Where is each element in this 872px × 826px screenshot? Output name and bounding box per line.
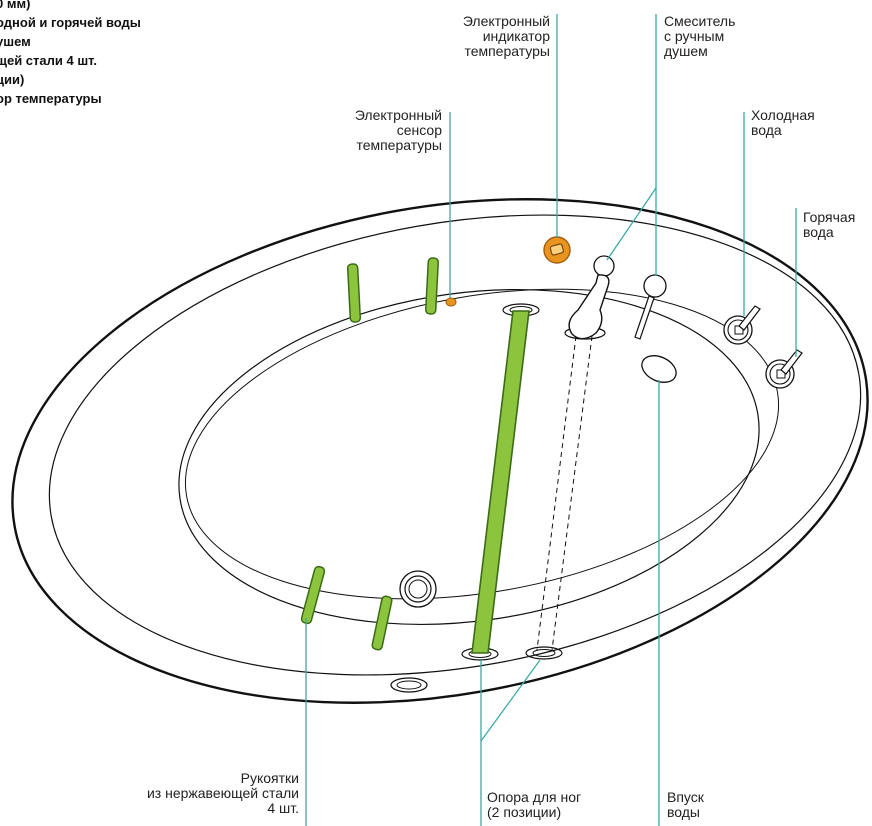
feature-list-item: 0 мм) [0,0,31,11]
temperature-sensor-icon [445,297,457,307]
temperature-indicator-icon [543,236,571,264]
feature-list-item: ор температуры [0,91,102,106]
feature-list-item: одной и горячей воды [0,15,141,30]
feature-list-item: щей стали 4 шт. [0,53,98,68]
cold-water-tap-icon [723,305,761,345]
label-temperature-indicator: Электронный индикатор температуры [462,13,550,59]
leader-footrest-b [480,659,541,742]
mixer-icon [634,274,667,340]
water-inlet-icon [641,355,677,383]
feature-list-item: ушем [0,34,31,49]
handle-upper-left [346,263,362,323]
tub-inner-rim [48,214,862,676]
footrest-bar [461,303,540,661]
feature-list: 0 мм) одной и горячей воды ушем щей стал… [0,0,141,108]
feature-list-item: ции) [0,72,25,87]
label-hot-water: Горячая вода [803,209,856,240]
label-handles: Рукоятки из нержавеющей стали 4 шт. [146,770,299,816]
label-footrest: Опора для ног (2 позиции) [487,789,582,820]
drain-icon [399,570,437,608]
tub-outer-rim [11,198,869,704]
label-temperature-sensor: Электронный сенсор температуры [354,107,442,153]
hot-water-tap-icon [765,349,803,389]
overflow-icon [390,677,428,693]
tub-basin-bottom [184,288,780,600]
handle-upper-right [424,257,440,315]
label-cold-water: Холодная вода [751,107,815,138]
hand-shower-icon [568,255,615,340]
leader-mixer-b [606,187,657,261]
label-water-inlet: Впуск воды [667,789,704,820]
label-mixer-hand-shower: Смеситель с ручным душем [664,13,736,59]
handle-lower-right [371,595,393,651]
